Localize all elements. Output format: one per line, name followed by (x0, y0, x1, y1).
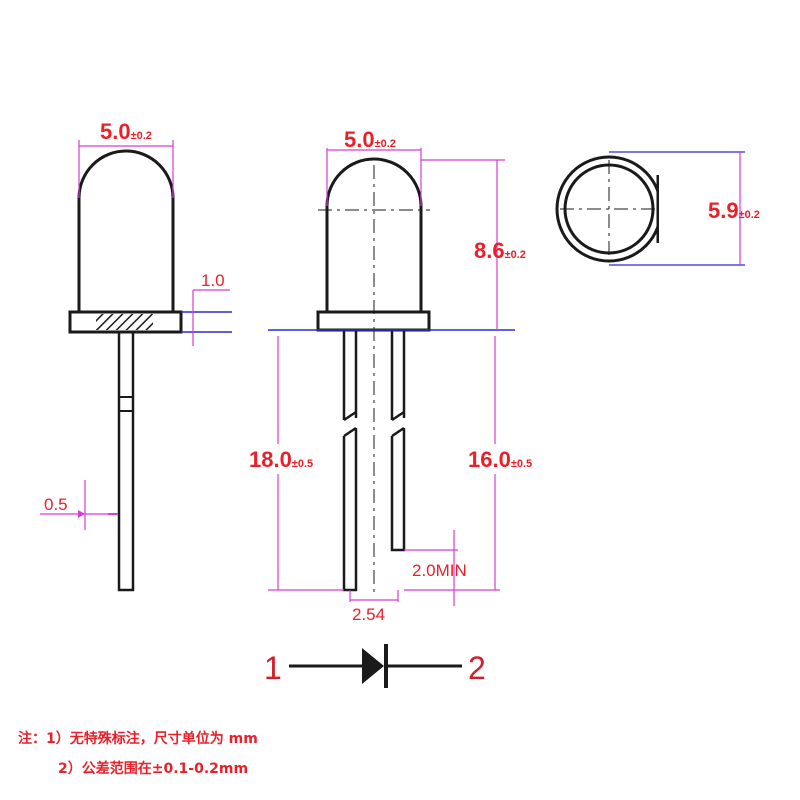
top-view-flat-mask (659, 165, 667, 253)
side-width-label: 5.0±0.2 (100, 119, 152, 144)
symbol-anode-triangle (362, 648, 384, 684)
label-mask (466, 444, 556, 474)
top-view: 5.9±0.2 (555, 151, 760, 266)
side-view-body (77, 149, 175, 312)
pin-1-label: 1 (264, 650, 282, 686)
side-view-flange-hatch (96, 314, 153, 330)
side-view: 5.0±0.2 1.0 0.5 (40, 119, 232, 592)
pin-2-label: 2 (468, 650, 486, 686)
pitch-label: 2.54 (352, 605, 385, 624)
side-flange-label: 1.0 (201, 271, 225, 290)
front-width-label: 5.0±0.2 (344, 127, 396, 152)
short-lead-label: 16.0±0.5 (468, 447, 532, 472)
front-height-label: 8.6±0.2 (474, 238, 526, 263)
front-view-short-lead (390, 426, 406, 552)
long-lead-label: 18.0±0.5 (249, 447, 313, 472)
front-view-long-lead (342, 426, 358, 592)
front-view-long-lead (342, 330, 358, 422)
lead-diff-label: 2.0MIN (412, 561, 467, 580)
diode-symbol: 1 2 (264, 644, 486, 688)
front-view: 5.0±0.2 8.6±0.2 18.0±0.5 16.0±0.5 2.0MIN… (246, 127, 556, 624)
note-line-1: 注：1）无特殊标注，尺寸单位为 mm (18, 731, 258, 747)
dim-arrow (78, 510, 85, 518)
side-lead-label: 0.5 (44, 495, 68, 514)
front-view-body (325, 157, 423, 312)
front-view-short-lead (390, 330, 406, 422)
side-view-lead (117, 330, 135, 592)
top-flange-label: 5.9±0.2 (708, 198, 760, 223)
label-mask (246, 444, 336, 474)
note-line-2: 2）公差范围在±0.1-0.2mm (58, 761, 249, 777)
